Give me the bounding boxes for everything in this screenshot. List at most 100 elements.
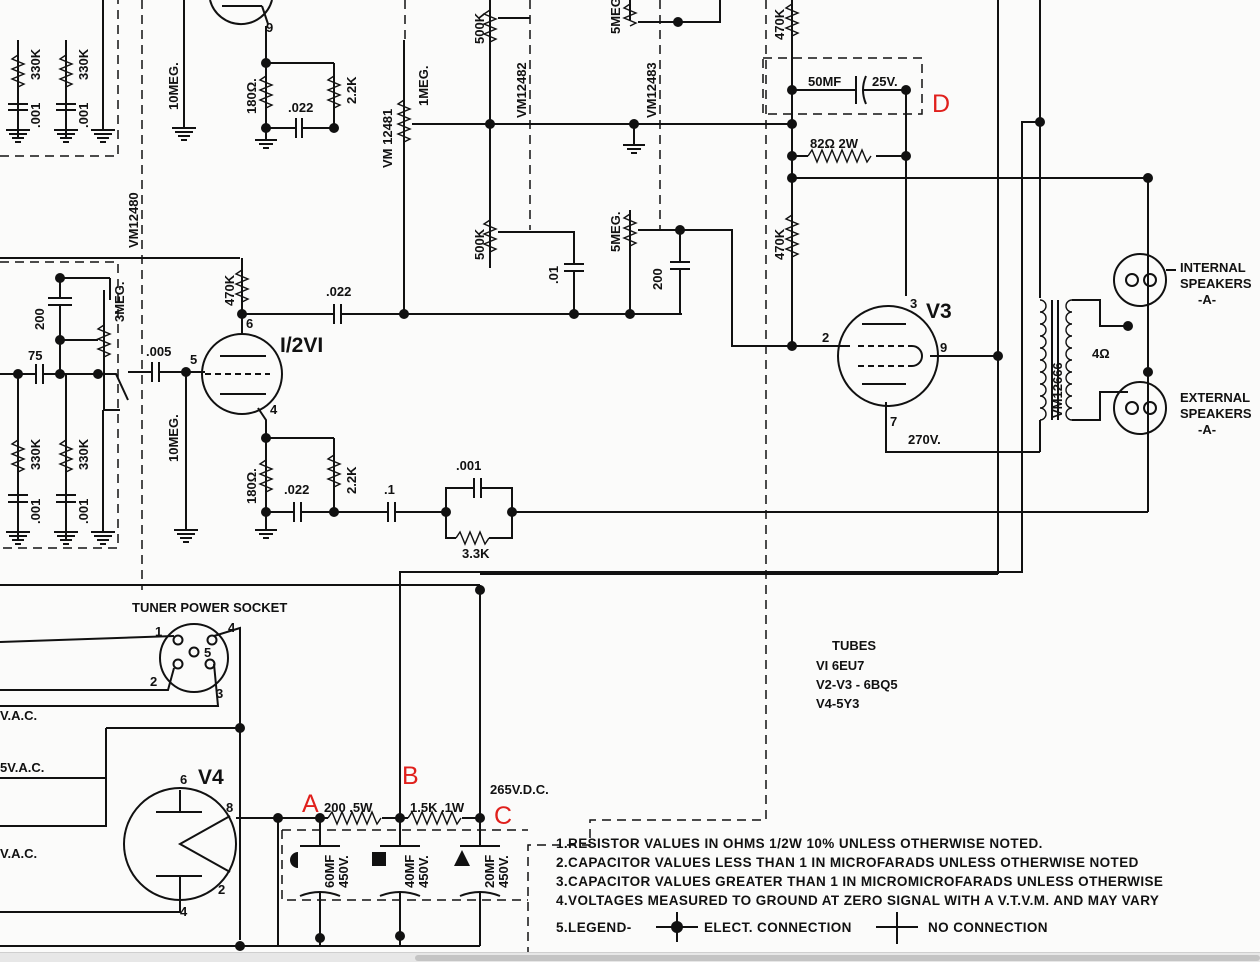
c20-label: 20MF [482, 855, 497, 888]
socket-pin-1: 1 [155, 624, 162, 639]
pin-7-label: 7 [890, 414, 897, 429]
r10meg-label-top: 10MEG. [166, 62, 181, 110]
marker-b: B [402, 762, 419, 790]
output-transformer: VM12666 4Ω [1039, 178, 1153, 512]
pin-4-label: 4 [270, 402, 278, 417]
internal-speakers-label-2: SPEAKERS [1180, 276, 1252, 291]
pin-6-v4-label: 6 [180, 772, 187, 787]
tube-v4-entry: V4-5Y3 [816, 696, 859, 711]
r470k-label-left: 470K [222, 274, 237, 306]
c60-label: 60MF [322, 855, 337, 888]
note-2: 2.CAPACITOR VALUES LESS THAN 1 IN MICROF… [556, 855, 1139, 870]
c200-label-tone: 200 [650, 268, 665, 290]
vac-label-3: V.A.C. [0, 846, 37, 861]
r1k5-label: 1.5K .1W [410, 800, 465, 815]
horizontal-scrollbar[interactable] [0, 952, 1260, 962]
r82-label: 82Ω 2W [810, 136, 859, 151]
marker-a: A [302, 790, 319, 818]
r200-label: 200 .5W [324, 800, 373, 815]
v1-stage: 200 75 3MEG. 330K 330K .001 .001 .005 [0, 257, 1148, 561]
tube-v2v3-entry: V2-V3 - 6BQ5 [816, 677, 898, 692]
pin-2-v4-label: 2 [218, 882, 225, 897]
v3-output-stage: 470K 50MF 25V. 82Ω 2W 470K 2 3 V3 [399, 0, 1153, 820]
c60-voltage-label: 450V. [336, 855, 351, 888]
internal-speakers-label-3: -A- [1198, 292, 1216, 307]
c001-label-4: .001 [76, 499, 91, 524]
r3k3-label: 3.3K [462, 546, 490, 561]
tone-controls: VM 12481 1MEG. 500K VM12482 500K .01 5ME… [380, 0, 790, 347]
pin-3-label: 3 [910, 296, 917, 311]
vac-label-2: 5V.A.C. [0, 760, 44, 775]
legend-elect-connection: ELECT. CONNECTION [704, 920, 852, 935]
r2k2-label-top: 2.2K [344, 76, 359, 104]
c75-label: 75 [28, 348, 42, 363]
v4-label: V4 [198, 766, 224, 789]
c50-label: 50MF [808, 74, 841, 89]
speaker-impedance-label: 4Ω [1092, 346, 1110, 361]
r10meg-label-bottom: 10MEG. [166, 414, 181, 462]
vm12483-label: VM12483 [644, 62, 659, 118]
v25-label: 25V. [872, 74, 898, 89]
r330k-label-3: 330K [28, 438, 43, 470]
pin-6-label: 6 [246, 316, 253, 331]
input-stage-top: 330K 330K .001 .001 9 10MEG. 180Ω. .022 … [5, 0, 359, 149]
tuner-power-socket: TUNER POWER SOCKET 1 2 3 4 5 [0, 600, 287, 940]
v12v1-label: I/2VI [280, 334, 323, 357]
c40-label: 40MF [402, 855, 417, 888]
v3-label: V3 [926, 300, 952, 323]
r180-label-top: 180Ω. [244, 78, 259, 114]
external-speakers-label-3: -A- [1198, 422, 1216, 437]
v270-label: 270V. [908, 432, 941, 447]
c005-label: .005 [146, 344, 171, 359]
legend-no-connection: NO CONNECTION [928, 920, 1048, 935]
pin-2-label: 2 [822, 330, 829, 345]
r5meg-label-top: 5MEG. [608, 0, 623, 34]
socket-pin-3: 3 [216, 686, 223, 701]
c01-label: .01 [546, 266, 561, 284]
c001-label-3: .001 [28, 499, 43, 524]
external-speaker-jack[interactable] [1113, 381, 1167, 435]
c022-label-mid: .022 [326, 284, 351, 299]
external-speakers-label-1: EXTERNAL [1180, 390, 1250, 405]
marker-c: C [494, 802, 512, 830]
vm12481-label: VM 12481 [380, 109, 395, 168]
r500k-label-top: 500K [472, 12, 487, 44]
r3meg-label: 3MEG. [112, 282, 127, 322]
tube-v1-entry: VI 6EU7 [816, 658, 864, 673]
vm12480-label: VM12480 [126, 192, 141, 248]
vm12482-label: VM12482 [514, 62, 529, 118]
r470k-label-top: 470K [772, 8, 787, 40]
c20-voltage-label: 450V. [496, 855, 511, 888]
c022-label-bottom: .022 [284, 482, 309, 497]
r330k-label-1: 330K [28, 48, 43, 80]
note-3: 3.CAPACITOR VALUES GREATER THAN 1 IN MIC… [556, 874, 1163, 889]
c001-label-fb: .001 [456, 458, 481, 473]
note-1: 1.RESISTOR VALUES IN OHMS 1/2W 10% UNLES… [556, 836, 1043, 851]
c022-label-top: .022 [288, 100, 313, 115]
r500k-label-bottom: 500K [472, 228, 487, 260]
pin-9-label: 9 [266, 20, 273, 35]
note-4: 4.VOLTAGES MEASURED TO GROUND AT ZERO SI… [556, 893, 1159, 908]
socket-pin-4: 4 [228, 620, 236, 635]
c001-label-1: .001 [28, 103, 43, 128]
scrollbar-thumb[interactable] [415, 955, 1260, 961]
vac-label-1: V.A.C. [0, 708, 37, 723]
internal-speaker-jack[interactable] [1113, 253, 1176, 307]
power-filter: 200 .5W 1.5K .1W 265V.D.C. 60MF 450V. 40… [290, 782, 549, 947]
pin-5-label: 5 [190, 352, 197, 367]
pin-4-v4-label: 4 [180, 904, 188, 919]
external-speakers-label-2: SPEAKERS [1180, 406, 1252, 421]
r1meg-label: 1MEG. [416, 66, 431, 106]
r330k-label-4: 330K [76, 438, 91, 470]
shield-boundaries [0, 0, 923, 962]
c40-voltage-label: 450V. [416, 855, 431, 888]
socket-pin-2: 2 [150, 674, 157, 689]
tuner-socket-title: TUNER POWER SOCKET [132, 600, 287, 615]
c200-label-left: 200 [32, 308, 47, 330]
internal-speakers-label-1: INTERNAL [1180, 260, 1246, 275]
r5meg-label-bottom: 5MEG. [608, 212, 623, 252]
socket-pin-5: 5 [204, 645, 211, 660]
notes-block: 1.RESISTOR VALUES IN OHMS 1/2W 10% UNLES… [556, 836, 1163, 944]
r470k-label-v3: 470K [772, 228, 787, 260]
